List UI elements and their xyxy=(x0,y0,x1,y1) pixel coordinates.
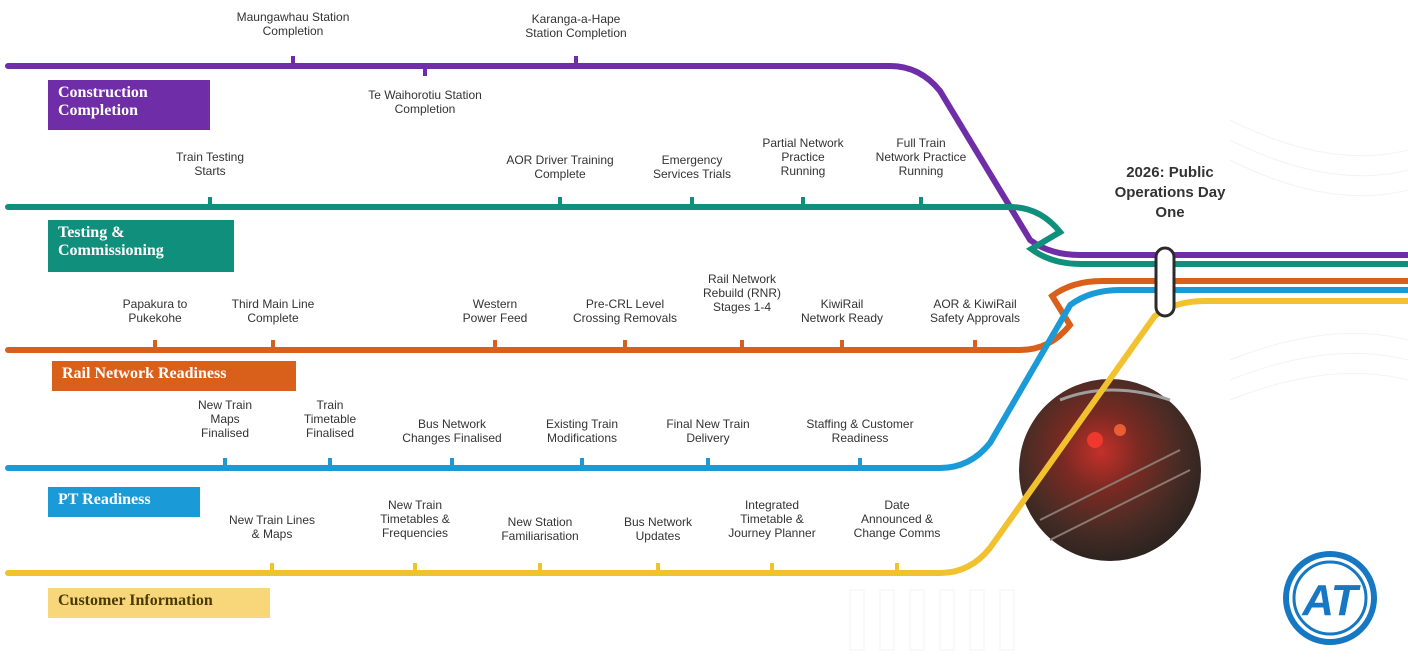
customer-milestone-label: New Station Familiarisation xyxy=(501,515,579,543)
construction-track-label: Construction Completion xyxy=(48,80,210,130)
rail-milestone-label: Western Power Feed xyxy=(462,297,528,325)
construction-line xyxy=(5,63,1408,258)
terminal-station-marker xyxy=(1154,246,1176,318)
final-milestone-label: 2026: Public Operations Day One xyxy=(1114,164,1226,221)
customer-milestone-label: Integrated Timetable & Journey Planner xyxy=(728,498,816,540)
rail-track-label: Rail Network Readiness xyxy=(52,361,296,391)
pt-track-label: PT Readiness xyxy=(48,487,200,517)
testing-milestone-label: Train Testing Starts xyxy=(175,150,245,178)
rail-line xyxy=(5,278,1408,353)
rail-milestone-label: Pre-CRL Level Crossing Removals xyxy=(572,297,678,325)
pt-milestone-label: Existing Train Modifications xyxy=(545,417,619,445)
customer-milestone-label: New Train Timetables & Frequencies xyxy=(380,498,450,540)
construction-milestone-label: Karanga-a-Hape Station Completion xyxy=(525,12,627,40)
rail-milestone-label: Third Main Line Complete xyxy=(231,297,315,325)
pt-line xyxy=(5,287,1408,471)
customer-milestone-label: New Train Lines & Maps xyxy=(228,513,316,541)
construction-milestone-label: Maungawhau Station Completion xyxy=(236,10,350,38)
testing-milestone-label: Full Train Network Practice Running xyxy=(875,136,967,178)
pt-milestone-label: New Train Maps Finalised xyxy=(197,398,253,440)
pt-milestone-label: Final New Train Delivery xyxy=(666,417,750,445)
rail-milestone-label: Papakura to Pukekohe xyxy=(122,297,188,325)
testing-track-label: Testing & Commissioning xyxy=(48,220,234,272)
pt-milestone-label: Train Timetable Finalised xyxy=(303,398,357,440)
rail-milestone-label: KiwiRail Network Ready xyxy=(800,297,884,325)
customer-milestone-label: Date Announced & Change Comms xyxy=(853,498,941,540)
rail-milestone-label: Rail Network Rebuild (RNR) Stages 1-4 xyxy=(702,272,782,314)
auckland-transport-logo: AT xyxy=(1283,551,1377,645)
background-pattern xyxy=(849,119,1408,651)
train-tunnel-photo xyxy=(1019,379,1201,561)
logo-text: AT xyxy=(1301,576,1361,625)
pt-milestone-label: Staffing & Customer Readiness xyxy=(806,417,914,445)
testing-milestone-label: AOR Driver Training Complete xyxy=(506,153,614,181)
customer-milestone-label: Bus Network Updates xyxy=(623,515,693,543)
customer-track-label: Customer Information xyxy=(48,588,270,618)
testing-line xyxy=(5,204,1408,267)
customer-line xyxy=(5,298,1408,576)
testing-milestone-label: Partial Network Practice Running xyxy=(762,136,844,178)
construction-milestone-label: Te Waihorotiu Station Completion xyxy=(368,88,482,116)
rail-milestone-label: AOR & KiwiRail Safety Approvals xyxy=(929,297,1021,325)
pt-milestone-label: Bus Network Changes Finalised xyxy=(402,417,502,445)
testing-milestone-label: Emergency Services Trials xyxy=(652,153,732,181)
